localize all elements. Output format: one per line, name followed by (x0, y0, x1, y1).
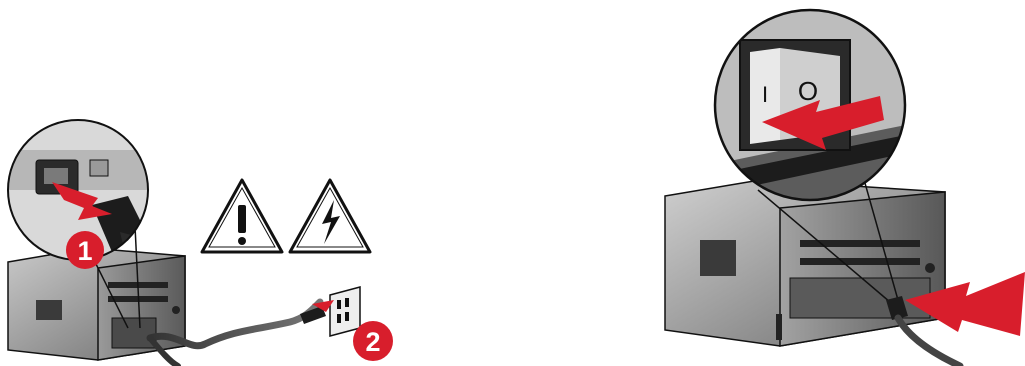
power-switch-illustration: I O (640, 0, 1025, 366)
power-switch-svg: I O (640, 0, 1025, 366)
step-2-badge: 2 (353, 321, 393, 361)
step-2-label: 2 (365, 327, 380, 357)
exclamation-warning-icon (202, 180, 282, 252)
electrical-hazard-icon (290, 180, 370, 252)
connect-power-cord-illustration: 1 2 (0, 0, 460, 366)
step-1-label: 1 (77, 236, 92, 266)
wall-outlet (300, 287, 360, 336)
connect-power-cord-svg: 1 2 (0, 0, 460, 366)
step-1-badge: 1 (66, 231, 104, 269)
switch-on-symbol: I (762, 82, 768, 107)
switch-off-symbol: O (798, 76, 818, 106)
